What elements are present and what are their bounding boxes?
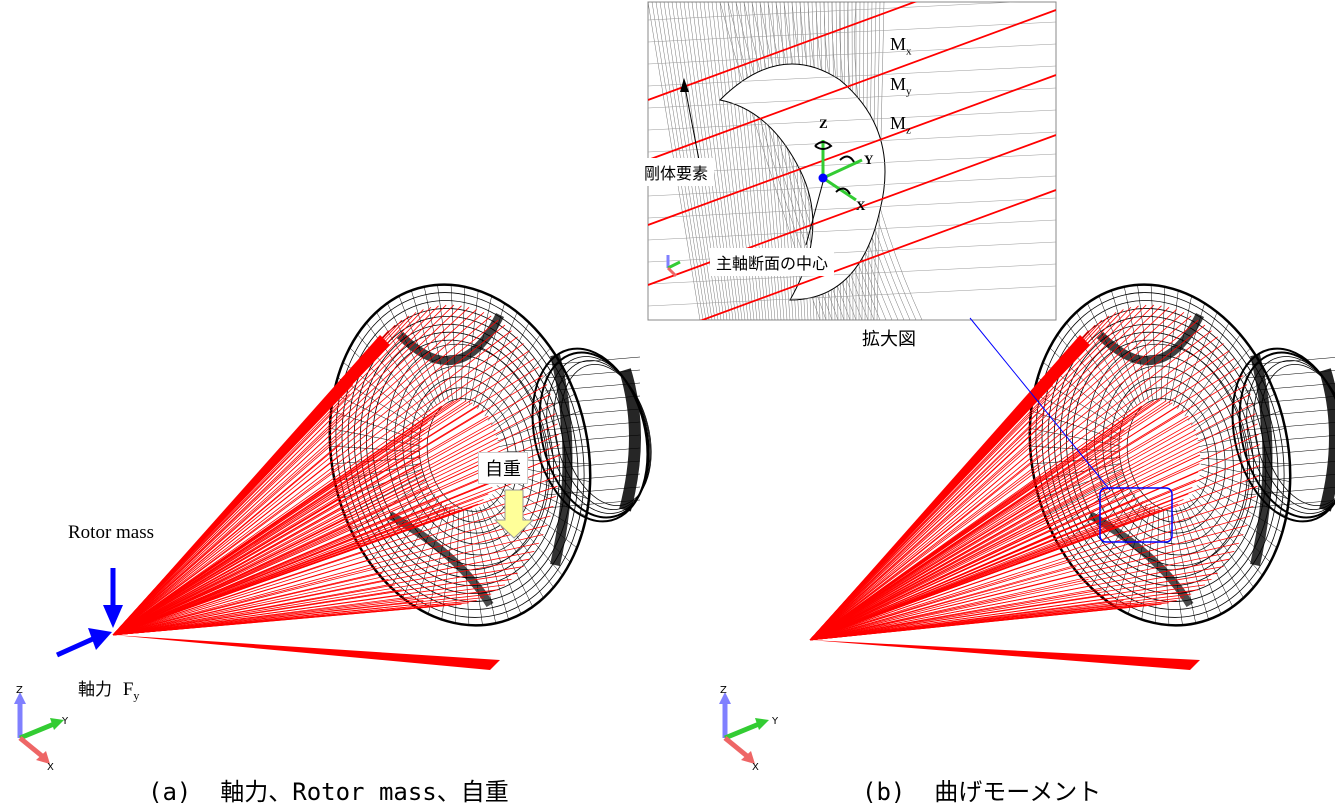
left-rigid-elements: [112, 304, 561, 670]
inset-axis-x-label: X: [856, 198, 866, 213]
right-spindle-mesh: [1028, 283, 1335, 627]
self-weight-arrow: [493, 489, 535, 539]
triad-right-z-label: Z: [720, 685, 727, 696]
triad-right-x-label: X: [752, 762, 759, 773]
center-pointer: [805, 181, 824, 246]
inset-axis-y-label: Y: [864, 152, 874, 167]
triad-left-y-label: Y: [62, 716, 69, 727]
triad-right: [719, 692, 769, 764]
moment-label-x: Mx: [890, 34, 912, 58]
triad-right-y-label: Y: [772, 716, 779, 727]
axial-force-label: 軸力 Fy: [78, 679, 140, 703]
triad-left-z-label: Z: [16, 685, 23, 696]
rigid-element-pointer: [683, 81, 701, 166]
caption-b: (b) 曲げモーメント: [862, 778, 1102, 806]
self-weight-label: 自重: [478, 452, 528, 484]
moment-label-z: Mz: [890, 113, 911, 137]
triad-left: [14, 692, 64, 764]
load-arrows: [55, 568, 123, 658]
caption-a: (a) 軸力、Rotor mass、自重: [148, 778, 509, 806]
right-rigid-elements: [809, 304, 1261, 670]
inset-axis-z-label: Z: [819, 116, 828, 131]
zoom-caption: 拡大図: [862, 329, 916, 350]
moment-label-y: My: [890, 73, 912, 98]
rigid-element-label: 剛体要素: [638, 158, 715, 186]
zoom-region-frame: [1099, 487, 1173, 543]
rotor-mass-label: Rotor mass: [62, 520, 161, 546]
spindle-center-label: 主軸断面の中心: [710, 248, 835, 276]
zoom-connector: [969, 317, 1111, 491]
spindle-center-node: [818, 173, 828, 183]
triad-left-x-label: X: [47, 762, 54, 773]
moment-labels: Mx My Mz: [890, 28, 912, 147]
axial-force-arrow: [55, 635, 97, 658]
